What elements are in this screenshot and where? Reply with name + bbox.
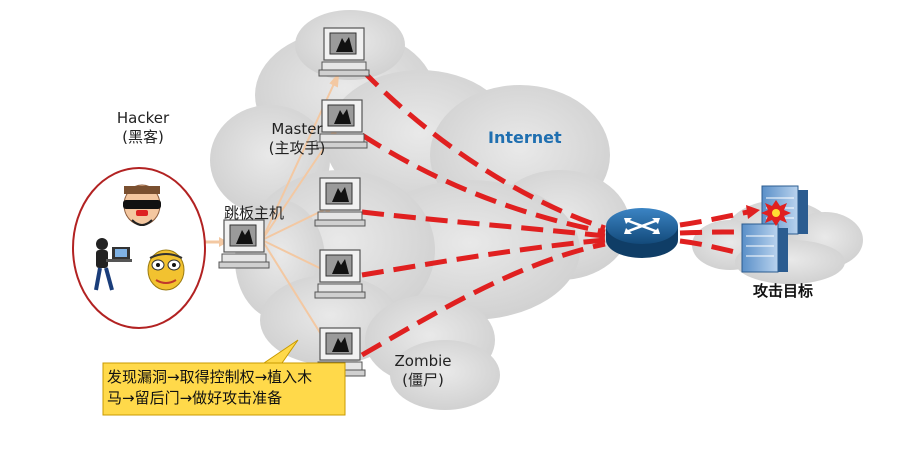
zombie-label: Zombie (僵尸) xyxy=(388,352,458,390)
computer-icon-master-4 xyxy=(314,249,366,299)
computer-icon-jump-host xyxy=(218,219,270,269)
hacker-label: Hacker (黑客) xyxy=(103,109,183,147)
computer-icon-master-5 xyxy=(314,327,366,377)
hacker-title: Hacker xyxy=(116,109,170,127)
master-subtitle: (主攻手) xyxy=(268,139,326,157)
zombie-title: Zombie xyxy=(394,352,452,370)
computer-icon-master-1 xyxy=(318,27,370,77)
jump-host-label: 跳板主机 xyxy=(223,204,284,222)
router-icon xyxy=(606,208,678,258)
explosion-icon xyxy=(761,200,791,226)
attack-lines xyxy=(360,68,749,358)
callout-box xyxy=(102,339,346,416)
computers xyxy=(218,27,370,377)
callout-text: 发现漏洞→取得控制权→植入木 马→留后门→做好攻击准备 xyxy=(107,367,343,409)
internet-label: Internet xyxy=(488,128,562,147)
master-label: Master (主攻手) xyxy=(262,120,332,158)
hacker-group-icon xyxy=(72,167,206,329)
callout-line-2: 马→留后门→做好攻击准备 xyxy=(107,389,283,407)
target-label: 攻击目标 xyxy=(752,282,813,300)
computer-icon-master-3 xyxy=(314,177,366,227)
computer-icon-master-2 xyxy=(316,99,368,149)
hacker-subtitle: (黑客) xyxy=(122,128,164,146)
master-title: Master xyxy=(271,120,323,138)
callout-line-1: 发现漏洞→取得控制权→植入木 xyxy=(107,368,313,386)
zombie-subtitle: (僵尸) xyxy=(402,371,444,389)
